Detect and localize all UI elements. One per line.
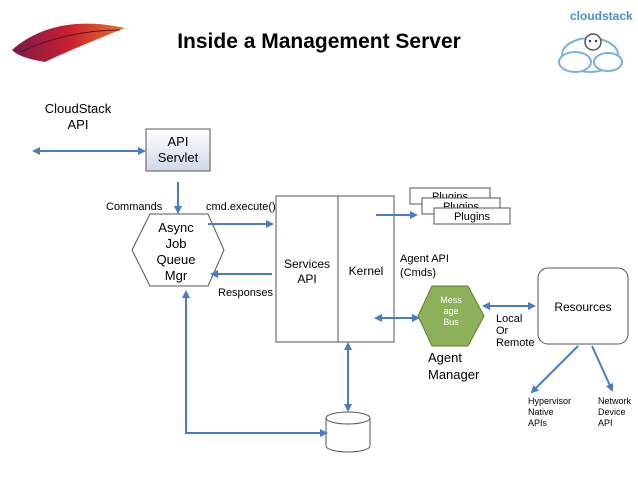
services-api-label-2: API [297, 272, 316, 286]
cloudstack-logo: cloudstack [558, 9, 633, 73]
async-label-2: Job [166, 236, 187, 251]
agent-manager-label-2: Manager [428, 367, 480, 382]
database-icon [325, 411, 371, 453]
api-servlet-label-2: Servlet [158, 150, 199, 165]
agent-api-label-1: Agent API [400, 253, 449, 265]
network-label-3: API [598, 418, 613, 428]
message-bus [417, 285, 485, 347]
bus-label-3: Bus [443, 317, 459, 327]
cmd-execute-label: cmd.execute() [206, 201, 276, 213]
local-label-1: Local [496, 313, 522, 325]
api-servlet-box [145, 128, 211, 172]
hypervisor-label-1: Hypervisor [528, 396, 571, 406]
plugins-label-3: Plugins [454, 211, 491, 223]
logo-text: cloudstack [570, 9, 633, 23]
agent-manager-label-1: Agent [428, 350, 462, 365]
network-label-2: Device [598, 407, 626, 417]
api-servlet-label-1: API [168, 134, 189, 149]
resources-to-hypervisor-arrow [530, 345, 579, 394]
commands-label: Commands [106, 201, 163, 213]
resources-to-network-arrow [591, 345, 614, 392]
agent-api-label-2: (Cmds) [400, 267, 436, 279]
cloudstack-api-label-1: CloudStack [45, 101, 112, 116]
responses-label: Responses [218, 287, 274, 299]
apache-feather-logo [12, 23, 125, 62]
page-title: Inside a Management Server [177, 30, 461, 53]
resources-label: Resources [554, 300, 611, 314]
services-api-label-1: Services [284, 257, 330, 271]
async-job-queue-mgr [131, 213, 225, 287]
hypervisor-label-3: APIs [528, 418, 548, 428]
cloudstack-api-label-2: API [68, 117, 89, 132]
resources-box [537, 267, 629, 345]
kernel-label: Kernel [349, 264, 384, 278]
async-label-1: Async [158, 220, 194, 235]
bus-label-1: Mess [440, 295, 462, 305]
plugins-box-3 [433, 207, 511, 225]
local-label-3: Remote [496, 337, 535, 349]
async-label-3: Queue [156, 252, 195, 267]
async-label-4: Mgr [165, 268, 188, 283]
network-label-1: Network [598, 396, 632, 406]
hypervisor-label-2: Native [528, 407, 554, 417]
queue-db-arrow [182, 290, 328, 437]
bus-label-2: age [443, 306, 458, 316]
local-label-2: Or [496, 325, 509, 337]
